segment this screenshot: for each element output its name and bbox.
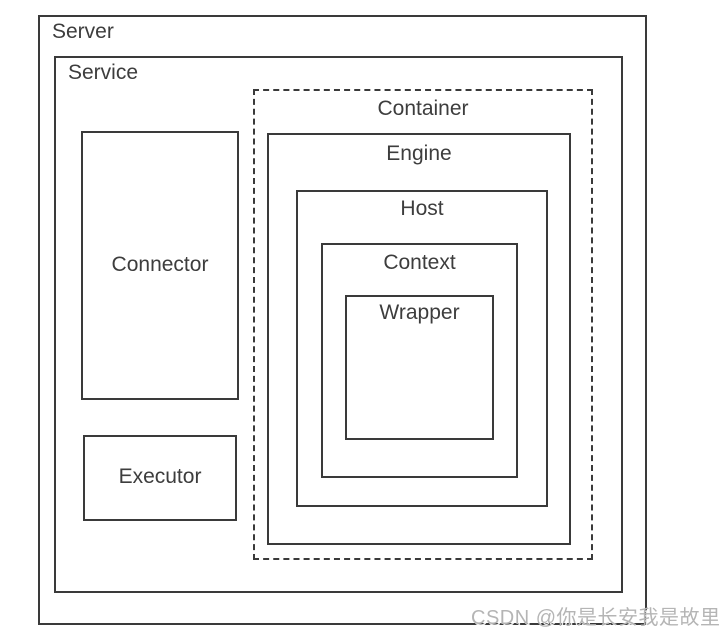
server-label: Server — [52, 20, 114, 43]
engine-box: Engine Host Context Wrapper — [267, 133, 571, 545]
wrapper-box: Wrapper — [345, 295, 494, 440]
connector-box: Connector — [81, 131, 239, 400]
csdn-watermark: CSDN @你是长安我是故里 — [471, 607, 719, 629]
service-label: Service — [68, 61, 139, 84]
context-label: Context — [383, 251, 456, 274]
host-label: Host — [400, 197, 444, 220]
wrapper-label: Wrapper — [379, 301, 460, 324]
service-box: Service Connector Executor Container Eng… — [54, 56, 623, 593]
server-box: Server Service Connector Executor Contai… — [38, 15, 647, 625]
executor-label: Executor — [118, 464, 202, 488]
executor-box: Executor — [83, 435, 237, 521]
container-box: Container Engine Host Context Wrapper — [253, 89, 593, 560]
connector-label: Connector — [111, 252, 209, 276]
context-box: Context Wrapper — [321, 243, 518, 478]
host-box: Host Context Wrapper — [296, 190, 548, 507]
container-label: Container — [377, 97, 469, 120]
engine-label: Engine — [386, 142, 452, 165]
